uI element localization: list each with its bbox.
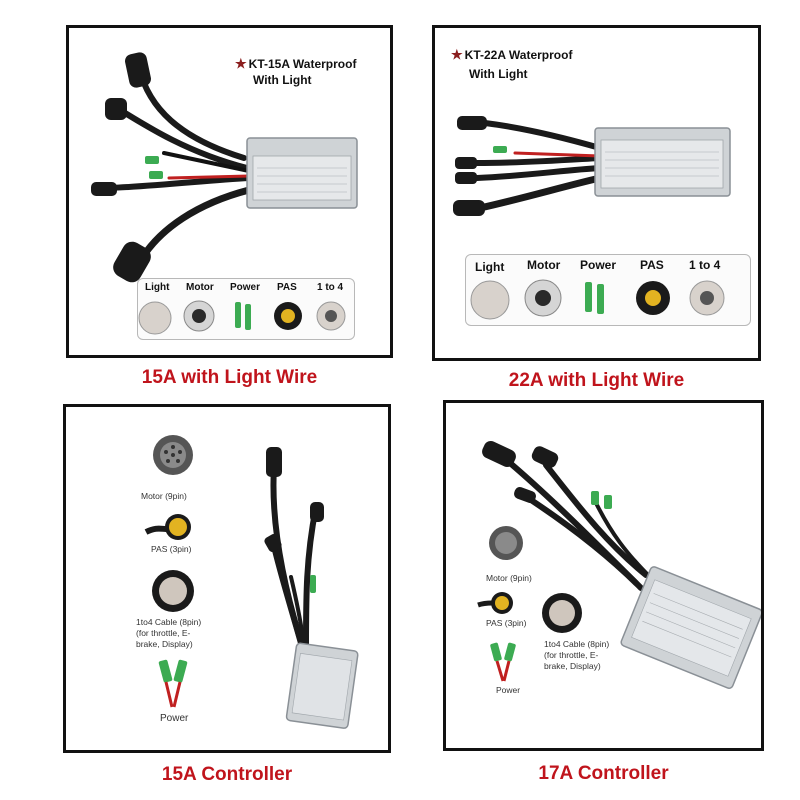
caption-c17a: 17A Controller [538, 763, 669, 784]
caption-c15a: 15A Controller [161, 764, 293, 785]
c17a-label-cable-1: 1to4 Cable (8pin) [544, 639, 610, 649]
kt22a-connector-1to4: 1 to 4 [689, 258, 721, 272]
kt15a-title-line1: ★KT-15A Waterproof [235, 56, 357, 71]
c17a-label-pas: PAS (3pin) [486, 618, 527, 628]
star-icon: ★ [451, 47, 463, 62]
kt15a-title-line2: With Light [253, 73, 312, 87]
kt15a-connector-light: Light [145, 282, 170, 293]
caption-kt15a: 15A with Light Wire [141, 367, 318, 388]
kt15a-connector-pas: PAS [277, 282, 297, 293]
c17a-product-photo [477, 440, 761, 689]
kt22a-product-photo [453, 116, 731, 216]
panel-kt15a: ★KT-15A Waterproof With Light Light Moto… [66, 25, 393, 358]
kt15a-connector-motor: Motor [186, 282, 214, 293]
c15a-label-pas: PAS (3pin) [151, 544, 192, 554]
kt15a-product-photo [91, 52, 358, 283]
c15a-label-cable-2: (for throttle, E- [136, 628, 191, 638]
c15a-product-photo [144, 435, 359, 729]
c17a-label-power: Power [496, 685, 521, 695]
c15a-label-cable-1: 1to4 Cable (8pin) [136, 617, 202, 627]
kt22a-connector-pas: PAS [640, 258, 664, 272]
c15a-label-motor: Motor (9pin) [141, 491, 187, 501]
kt15a-connector-thumbnails [138, 300, 346, 335]
caption-kt22a: 22A with Light Wire [508, 370, 685, 391]
panel-c15a: Motor (9pin) PAS (3pin) 1to4 Cable (8pin… [63, 404, 391, 753]
kt22a-title-line2: With Light [469, 67, 528, 81]
kt22a-connector-light: Light [475, 260, 505, 274]
kt15a-connector-1to4: 1 to 4 [317, 282, 344, 293]
kt22a-connector-thumbnails [470, 279, 725, 320]
star-icon: ★ [235, 56, 247, 71]
c17a-label-cable-3: brake, Display) [544, 661, 601, 671]
kt22a-connector-power: Power [580, 258, 617, 272]
c15a-label-cable-3: brake, Display) [136, 639, 193, 649]
kt22a-connector-motor: Motor [527, 258, 561, 272]
c15a-label-power: Power [160, 713, 189, 724]
panel-c17a: Motor (9pin) PAS (3pin) 1to4 Cable (8pin… [443, 400, 764, 751]
kt15a-connector-power: Power [230, 282, 261, 293]
panel-kt22a: ★KT-22A Waterproof With Light Light Moto… [432, 25, 761, 361]
kt22a-title-line1: ★KT-22A Waterproof [451, 47, 573, 62]
c17a-label-motor: Motor (9pin) [486, 573, 532, 583]
c17a-label-cable-2: (for throttle, E- [544, 650, 599, 660]
